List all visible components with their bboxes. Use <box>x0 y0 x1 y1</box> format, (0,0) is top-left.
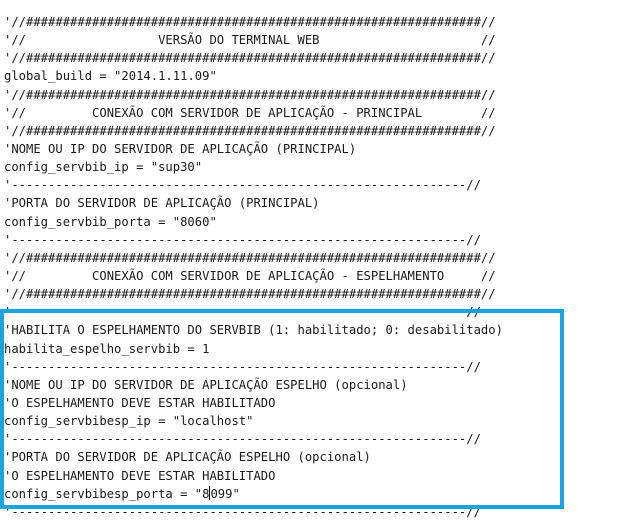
text-cursor <box>209 485 211 500</box>
comment-line: 'NOME OU IP DO SERVIDOR DE APLICAÇÃO (PR… <box>4 141 357 156</box>
comment-separator-line: '//#####################################… <box>4 250 496 265</box>
comment-divider-line: '---------------------------------------… <box>4 178 481 193</box>
code-line: config_servbibesp_ip = "localhost" <box>4 414 254 429</box>
code-line: habilita_espelho_servbib = 1 <box>4 341 210 356</box>
comment-separator-line: '//#####################################… <box>4 15 496 29</box>
comment-divider-line: '---------------------------------------… <box>4 305 481 320</box>
code-line: global_build = "2014.1.11.09" <box>4 69 217 84</box>
comment-separator-line: '//#####################################… <box>4 123 496 138</box>
comment-divider-line: '---------------------------------------… <box>4 432 481 447</box>
comment-divider-line: '---------------------------------------… <box>4 359 481 374</box>
comment-divider-line: '---------------------------------------… <box>4 504 481 519</box>
code-line: config_servbib_porta = "8060" <box>4 214 217 229</box>
code-editor[interactable]: '//#####################################… <box>4 13 640 521</box>
code-line-with-cursor[interactable]: config_servbibesp_porta = "8099" <box>4 485 240 501</box>
comment-line: 'O ESPELHAMENTO DEVE ESTAR HABILITADO <box>4 468 276 483</box>
comment-line: 'O ESPELHAMENTO DEVE ESTAR HABILITADO <box>4 395 276 410</box>
comment-divider-line: '---------------------------------------… <box>4 232 481 247</box>
comment-header-line: '// CONEXÃO COM SERVIDOR DE APLICAÇÃO - … <box>4 105 496 120</box>
comment-separator-line: '//#####################################… <box>4 51 496 66</box>
comment-line: 'NOME OU IP DO SERVIDOR DE APLICAÇÃO ESP… <box>4 377 408 392</box>
comment-line: 'HABILITA O ESPELHAMENTO DO SERVBIB (1: … <box>4 323 503 338</box>
comment-line: 'PORTA DO SERVIDOR DE APLICAÇÃO ESPELHO … <box>4 450 371 465</box>
code-line: config_servbib_ip = "sup30" <box>4 160 203 175</box>
comment-header-line: '// VERSÃO DO TERMINAL WEB // <box>4 33 496 48</box>
comment-separator-line: '//#####################################… <box>4 287 496 302</box>
comment-header-line: '// CONEXÃO COM SERVIDOR DE APLICAÇÃO - … <box>4 268 496 283</box>
comment-separator-line: '//#####################################… <box>4 87 496 102</box>
comment-line: 'PORTA DO SERVIDOR DE APLICAÇÃO (PRINCIP… <box>4 196 320 211</box>
